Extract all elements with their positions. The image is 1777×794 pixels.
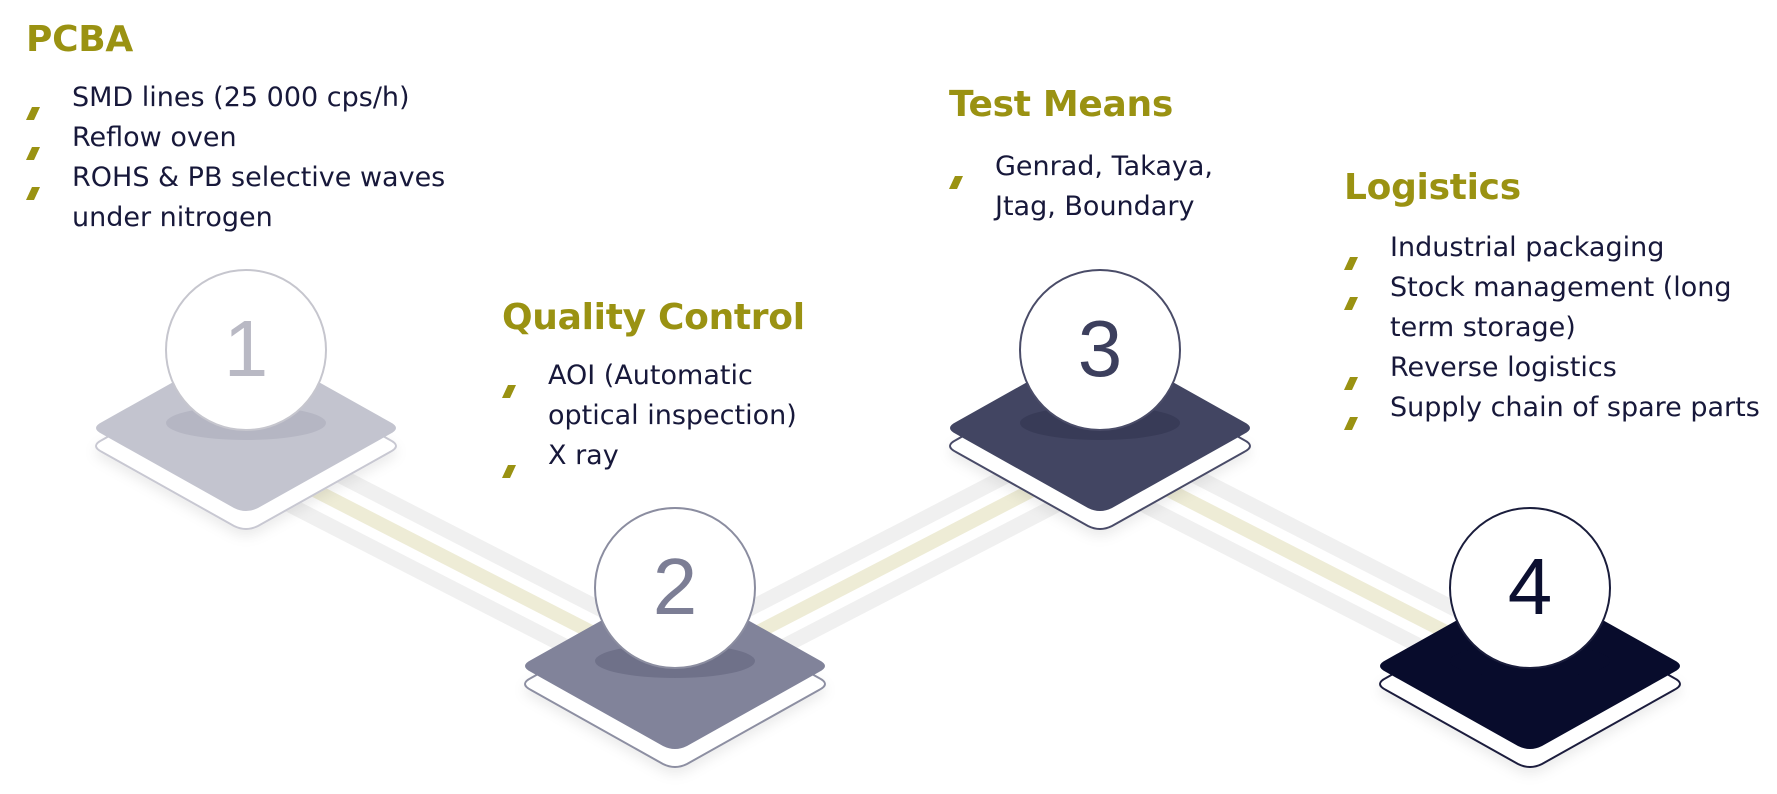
bullet-icon bbox=[1344, 402, 1358, 430]
bullet-icon bbox=[1344, 362, 1358, 390]
bullet-icon bbox=[502, 450, 516, 478]
connector-tracks bbox=[231, 426, 1545, 704]
test-means-list: Genrad, Takaya, Jtag, Boundary bbox=[949, 147, 1265, 227]
step-3: 3 bbox=[949, 269, 1251, 530]
step-4-circle bbox=[1449, 507, 1611, 669]
bullet-icon bbox=[26, 132, 40, 160]
step-2: 2 bbox=[524, 507, 826, 768]
step-1-number: 1 bbox=[224, 304, 269, 393]
quality-control-block: Quality Control AOI (Automatic optical i… bbox=[502, 296, 848, 478]
logistics-list: Industrial packaging Stock management (l… bbox=[1344, 228, 1777, 430]
list-item: AOI (Automatic optical inspection) bbox=[502, 356, 848, 436]
bullet-icon bbox=[1344, 282, 1358, 310]
step-3-number: 3 bbox=[1078, 304, 1123, 393]
list-item: Reverse logistics bbox=[1344, 348, 1777, 390]
test-means-block: Test Means Genrad, Takaya, Jtag, Boundar… bbox=[949, 83, 1265, 227]
step-4: 4 bbox=[1379, 507, 1681, 768]
list-item: Industrial packaging bbox=[1344, 228, 1777, 270]
step-1: 1 bbox=[95, 269, 397, 530]
list-item: SMD lines (25 000 cps/h) bbox=[26, 78, 492, 120]
step-1-circle bbox=[165, 269, 327, 431]
bullet-icon bbox=[949, 161, 963, 189]
step-2-number: 2 bbox=[653, 542, 698, 631]
bullet-icon bbox=[1344, 242, 1358, 270]
pcba-list: SMD lines (25 000 cps/h) Reflow oven ROH… bbox=[26, 78, 492, 238]
list-item: Supply chain of spare parts bbox=[1344, 388, 1777, 430]
step-3-circle bbox=[1019, 269, 1181, 431]
pcba-block: PCBA SMD lines (25 000 cps/h) Reflow ove… bbox=[26, 18, 492, 238]
list-item: ROHS & PB selective waves under nitrogen bbox=[26, 158, 492, 238]
bullet-icon bbox=[26, 172, 40, 200]
quality-control-list: AOI (Automatic optical inspection) X ray bbox=[502, 356, 848, 478]
test-means-title: Test Means bbox=[949, 84, 1173, 125]
logistics-title: Logistics bbox=[1344, 167, 1521, 208]
logistics-block: Logistics Industrial packaging Stock man… bbox=[1344, 166, 1777, 430]
quality-control-title: Quality Control bbox=[502, 297, 805, 338]
pcba-title: PCBA bbox=[26, 19, 133, 60]
step-2-circle bbox=[594, 507, 756, 669]
bullet-icon bbox=[502, 370, 516, 398]
list-item: Reflow oven bbox=[26, 118, 492, 160]
list-item: X ray bbox=[502, 436, 848, 478]
list-item: Stock management (long term storage) bbox=[1344, 268, 1777, 348]
step-4-number: 4 bbox=[1508, 542, 1553, 631]
list-item: Genrad, Takaya, Jtag, Boundary bbox=[949, 147, 1265, 227]
bullet-icon bbox=[26, 92, 40, 120]
